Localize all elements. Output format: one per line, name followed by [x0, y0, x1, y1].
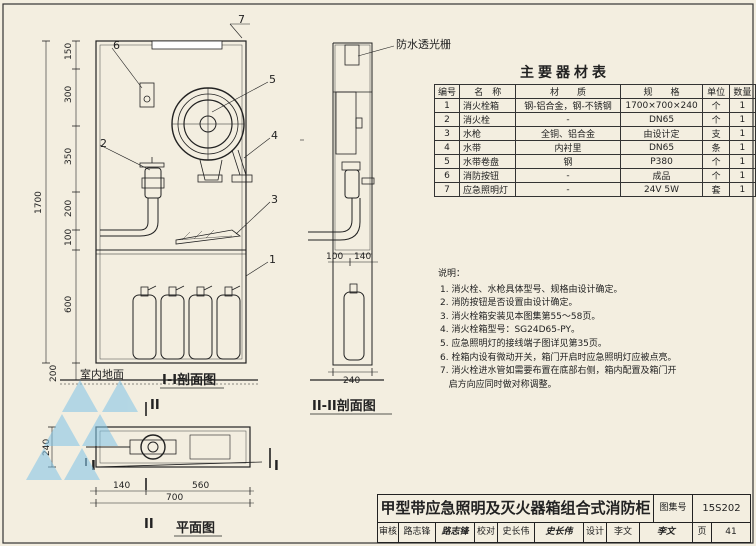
section-I-title: I-I剖面图 — [162, 372, 216, 388]
callout-2: 2 — [100, 137, 107, 150]
light-shade — [344, 44, 360, 66]
extinguisher-side — [343, 291, 365, 361]
floor-label: 室内地面 — [80, 367, 124, 381]
callout-5: 5 — [269, 73, 276, 86]
table-header: 编号 名 称 材 质 规 格 单位 数量 — [433, 84, 756, 99]
materials-title: 主要器材表 — [520, 65, 610, 81]
drawing-title: 甲型带应急照明及灭火器箱组合式消防柜 — [378, 495, 654, 523]
svg-text:I: I — [91, 459, 96, 474]
fire-button — [139, 82, 155, 108]
plan-title: 平面图 — [176, 521, 215, 536]
note-item: 启方向应同时做对称调整。 — [440, 379, 557, 390]
callout-3: 3 — [271, 193, 278, 206]
svg-text:240: 240 — [343, 376, 360, 386]
page-number: 41 — [725, 527, 737, 537]
emergency-lamp — [151, 40, 223, 50]
svg-text:560: 560 — [192, 481, 209, 491]
section-II-title: II-II剖面图 — [312, 398, 376, 414]
notes-heading: 说明： — [438, 269, 466, 279]
svg-text:II: II — [144, 517, 154, 532]
note-item: 4. 消火栓箱型号：SG24D65-PY。 — [440, 325, 580, 336]
dim-labels-I: 150 300 350 200 100 600 200 1700 — [34, 43, 74, 382]
signature: 李文 — [640, 523, 693, 542]
title-block: 甲型带应急照明及灭火器箱组合式消防柜 图集号 15S202 审核 路志锋 路志锋… — [377, 494, 751, 543]
plan-view: II II I I 240 140 560 700 平面图 — [42, 398, 279, 537]
atlas-number: 15S202 — [693, 495, 750, 523]
svg-text:200: 200 — [49, 365, 59, 382]
svg-text:100: 100 — [326, 252, 343, 262]
section-II-II: 100 140 240 防水透光栅 II-II剖面图 — [300, 37, 451, 415]
callout-6: 6 — [113, 39, 120, 52]
section-I-I: 150 300 350 200 100 600 200 1700 7 6 2 5… — [34, 13, 278, 389]
watermark-logo — [26, 380, 138, 480]
hose — [199, 149, 247, 181]
shade-callout: 防水透光栅 — [396, 37, 451, 51]
svg-text:240: 240 — [42, 439, 52, 456]
atlas-label: 图集号 — [654, 495, 693, 523]
signature-row: 审核 路志锋 路志锋 校对 史长伟 史长伟 设计 李文 李文 页 41 — [378, 523, 750, 542]
callout-7: 7 — [238, 13, 245, 26]
note-item: 3. 消火栓箱安装见本图集第55～58页。 — [440, 311, 601, 322]
note-item: 6. 栓箱内设有微动开关，箱门开启时应急照明灯应被点亮。 — [440, 352, 677, 363]
notes: 说明： 1. 消火栓、水枪具体型号、规格由设计确定。 2. 消防按钮是否设置由设… — [438, 268, 738, 392]
signature: 史长伟 — [535, 523, 584, 542]
svg-text:100: 100 — [64, 229, 74, 246]
svg-text:1700: 1700 — [34, 191, 44, 214]
sheet-border — [2, 3, 754, 544]
note-item: 7. 消火栓进水管如需要布置在底部右侧，箱内配置及箱门开 — [440, 366, 677, 377]
note-item: 2. 消防按钮是否设置由设计确定。 — [440, 298, 578, 309]
note-item: 1. 消火栓、水枪具体型号、规格由设计确定。 — [440, 284, 623, 295]
svg-text:II: II — [150, 398, 160, 413]
svg-text:200: 200 — [64, 200, 74, 217]
nozzle — [175, 229, 242, 245]
svg-text:350: 350 — [64, 148, 74, 165]
svg-text:140: 140 — [113, 481, 130, 491]
fire-hydrant — [100, 157, 165, 237]
callout-4: 4 — [271, 129, 278, 142]
extinguishers — [132, 285, 241, 360]
svg-text:150: 150 — [64, 43, 74, 60]
hose-reel — [171, 87, 245, 161]
note-item: 5. 应急照明灯的接线端子图详见第35页。 — [440, 338, 607, 349]
svg-text:600: 600 — [64, 296, 74, 313]
svg-text:700: 700 — [166, 493, 183, 503]
svg-text:140: 140 — [354, 252, 371, 262]
signature: 路志锋 — [436, 523, 475, 542]
cabinet-outline — [95, 40, 247, 364]
svg-text:I: I — [274, 459, 279, 474]
svg-text:300: 300 — [64, 86, 74, 103]
callout-1: 1 — [269, 253, 276, 266]
